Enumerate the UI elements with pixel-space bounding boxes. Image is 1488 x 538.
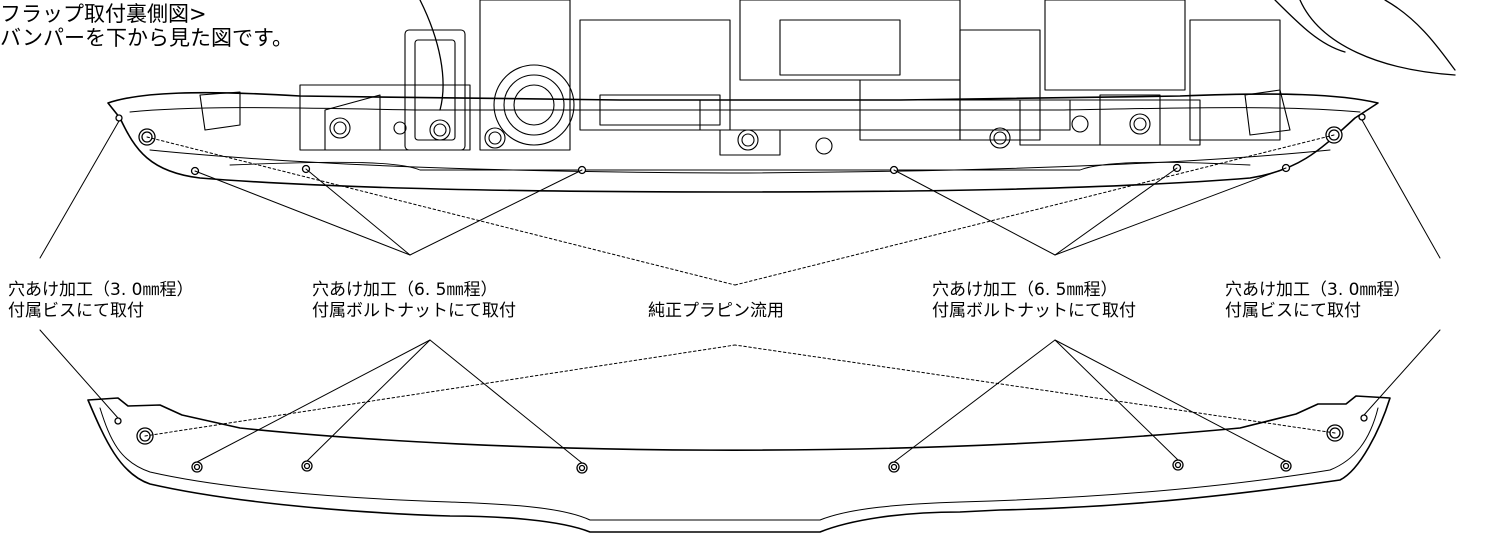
leader-lines (39, 119, 1441, 464)
label-left-outer: 穴あけ加工（3. 0㎜程） 付属ビスにて取付 (8, 280, 193, 322)
engine-bay (199, 0, 1291, 156)
label-center-line-1: 純正プラピン流用 (648, 301, 784, 321)
label-left-inner-line-2: 付属ボルトナットにて取付 (312, 301, 516, 321)
bumper-underside-view (107, 0, 1456, 193)
title-line-1: フラップ取付裏側図> (0, 2, 207, 26)
label-right-inner-line-1: 穴あけ加工（6. 5㎜程） (932, 280, 1118, 300)
label-right-outer-line-2: 付属ビスにて取付 (1225, 301, 1361, 321)
label-center: 純正プラピン流用 (648, 301, 784, 322)
label-right-outer-line-1: 穴あけ加工（3. 0㎜程） (1225, 280, 1411, 300)
label-left-outer-line-1: 穴あけ加工（3. 0㎜程） (8, 280, 194, 300)
label-left-outer-line-2: 付属ビスにて取付 (8, 301, 144, 321)
label-left-inner-line-1: 穴あけ加工（6. 5㎜程） (312, 280, 498, 300)
label-right-inner: 穴あけ加工（6. 5㎜程） 付属ボルトナットにて取付 (932, 280, 1136, 322)
diagram-title: フラップ取付裏側図> バンパーを下から見た図です。 (0, 2, 293, 50)
title-line-2: バンパーを下から見た図です。 (0, 26, 293, 50)
label-right-inner-line-2: 付属ボルトナットにて取付 (932, 301, 1136, 321)
label-left-inner: 穴あけ加工（6. 5㎜程） 付属ボルトナットにて取付 (312, 280, 516, 322)
upper-mount-points (115, 113, 1366, 176)
clip-dotted-lines (144, 134, 1336, 437)
label-right-outer: 穴あけ加工（3. 0㎜程） 付属ビスにて取付 (1225, 280, 1410, 322)
lower-mount-points (114, 414, 1368, 474)
